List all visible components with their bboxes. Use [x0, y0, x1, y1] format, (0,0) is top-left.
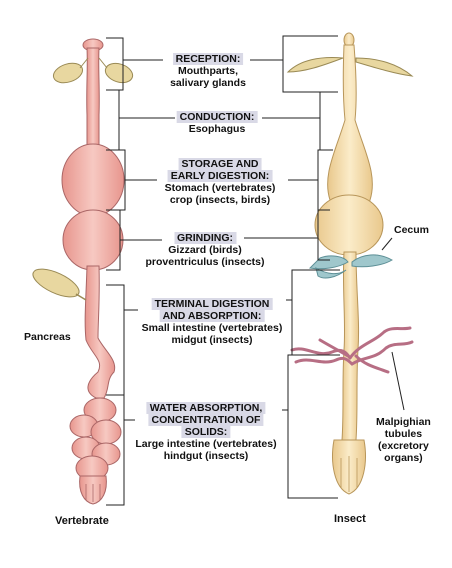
storage-header-1: STORAGE AND	[178, 158, 262, 170]
terminal-body-1: Small intestine (vertebrates)	[141, 322, 283, 334]
terminal-body-2: midgut (insects)	[171, 334, 253, 346]
pointer-lines	[381, 237, 405, 411]
conduction-body-1: Esophagus	[188, 123, 246, 135]
malpighian-line-4: organs)	[384, 452, 423, 464]
insect-caption: Insect	[334, 513, 366, 525]
grinding-label: GRINDING: Gizzard (birds) proventriculus…	[145, 232, 265, 268]
reception-body-2: salivary glands	[170, 77, 246, 89]
conduction-label: CONDUCTION: Esophagus	[176, 111, 258, 135]
water-body-2: hindgut (insects)	[163, 450, 249, 462]
storage-label: STORAGE AND EARLY DIGESTION: Stomach (ve…	[164, 158, 276, 206]
reception-label: RECEPTION: Mouthparts, salivary glands	[170, 53, 246, 89]
grinding-body-1: Gizzard (birds)	[168, 244, 242, 256]
conduction-header: CONDUCTION:	[176, 111, 258, 123]
bracket-lines	[106, 35, 340, 506]
water-header-1: WATER ABSORPTION,	[146, 402, 266, 414]
vertebrate-salivary-gland	[52, 57, 134, 84]
pancreas-label: Pancreas	[24, 331, 71, 343]
storage-body-2: crop (insects, birds)	[169, 194, 271, 206]
terminal-digestion-label: TERMINAL DIGESTION AND ABSORPTION: Small…	[141, 298, 283, 346]
grinding-header: GRINDING:	[174, 232, 236, 244]
water-header-2: CONCENTRATION OF	[148, 414, 264, 426]
malpighian-line-2: tubules	[384, 428, 423, 440]
cecum-pouches	[308, 254, 393, 279]
cecum-label: Cecum	[394, 224, 430, 236]
water-body-1: Large intestine (vertebrates)	[135, 438, 277, 450]
grinding-body-2: proventriculus (insects)	[145, 256, 265, 268]
reception-header: RECEPTION:	[172, 53, 244, 65]
water-header-3: SOLIDS:	[181, 426, 231, 438]
storage-header-2: EARLY DIGESTION:	[167, 170, 273, 182]
terminal-header-2: AND ABSORPTION:	[159, 310, 265, 322]
terminal-header-1: TERMINAL DIGESTION	[151, 298, 273, 310]
insect-salivary-gland	[286, 57, 414, 77]
pancreas-gland	[32, 268, 87, 301]
malpighian-tubules	[290, 326, 414, 374]
reception-body-1: Mouthparts,	[177, 65, 239, 77]
malpighian-line-1: Malpighian	[376, 416, 431, 428]
water-absorption-label: WATER ABSORPTION, CONCENTRATION OF SOLID…	[135, 402, 277, 462]
malpighian-line-3: (excretory	[378, 440, 429, 452]
insect-tract	[286, 32, 414, 495]
vertebrate-caption: Vertebrate	[55, 515, 109, 527]
storage-body-1: Stomach (vertebrates)	[164, 182, 276, 194]
malpighian-label: Malpighian tubules (excretory organs)	[376, 416, 431, 464]
